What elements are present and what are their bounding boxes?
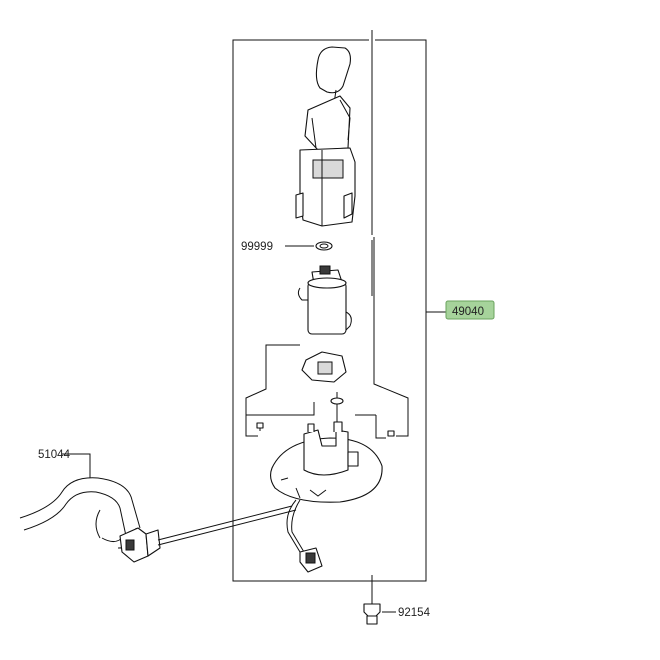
pump-filter — [301, 351, 347, 383]
callout-51044[interactable]: 51044 — [38, 449, 71, 461]
callout-92154[interactable]: 92154 — [398, 607, 431, 619]
hose-leader — [62, 453, 91, 478]
fuel-level-gauge — [295, 46, 356, 227]
o-ring — [285, 241, 333, 251]
callout-99999[interactable]: 99999 — [241, 241, 273, 253]
callout-49040[interactable]: 49040 — [452, 306, 484, 318]
subassembly-brackets — [245, 237, 409, 439]
wiring-harness — [286, 499, 323, 573]
mounting-screws — [256, 422, 395, 437]
highlight-box — [445, 300, 495, 320]
assembly-frame — [232, 30, 446, 604]
base-plate — [269, 421, 383, 503]
fuel-pump-motor — [297, 265, 352, 335]
bolt — [363, 603, 396, 625]
gasket — [330, 397, 344, 405]
fuel-hose — [19, 477, 297, 563]
